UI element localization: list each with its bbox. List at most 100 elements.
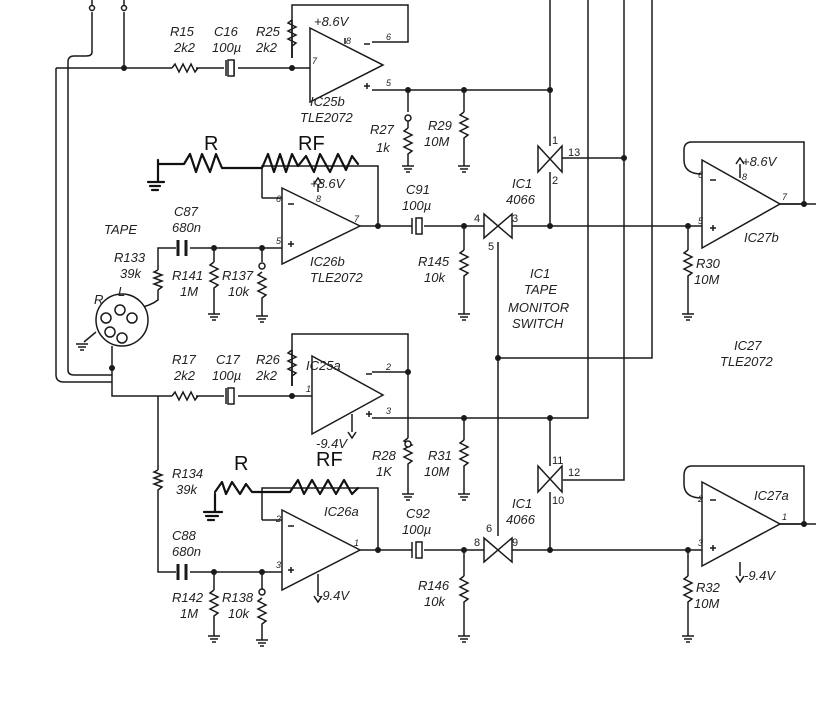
tape-monitor-2: MONITOR (508, 300, 569, 315)
pot-markers (258, 114, 412, 596)
pin-1: 1 (306, 384, 311, 394)
c16-label: C16 (214, 24, 239, 39)
r15-label: R15 (170, 24, 195, 39)
pin-10: 10 (552, 495, 564, 507)
r27-label: R27 (370, 122, 395, 137)
r28-label: R28 (372, 448, 397, 463)
ic1-bot-label: IC1 (512, 496, 532, 511)
resistor-r29 (458, 111, 470, 166)
junction-dots (109, 65, 807, 575)
r138-label: R138 (222, 590, 254, 605)
opamp-ic25a (311, 354, 385, 436)
r134-label: R134 (172, 466, 203, 481)
resistor-r15 (171, 62, 199, 74)
ic26a-supply: -9.4V (318, 588, 350, 603)
c88-value: 680n (172, 544, 201, 559)
jack-r-label: R (94, 292, 103, 307)
pin-8: 8 (474, 537, 480, 549)
c87-label: C87 (174, 204, 199, 219)
switch-11-10-12 (537, 464, 563, 494)
pin-3: 3 (276, 560, 281, 570)
r25-label: R25 (256, 24, 281, 39)
pin-4: 4 (474, 213, 480, 225)
r17-label: R17 (172, 352, 197, 367)
resistor-r17 (171, 390, 199, 402)
r30-label: R30 (696, 256, 721, 271)
resistor-r138 (256, 597, 268, 640)
ic25a-label: IC25a (306, 358, 341, 373)
handwritten-r-top: R (204, 133, 218, 155)
r29-label: R29 (428, 118, 452, 133)
resistor-r26 (286, 349, 298, 386)
r32-label: R32 (696, 580, 721, 595)
r138-value: 10k (228, 606, 250, 621)
r142-value: 1M (180, 606, 198, 621)
handwritten-rf-bottom: RF (316, 449, 343, 471)
c88-label: C88 (172, 528, 197, 543)
pin-6: 6 (698, 170, 703, 180)
capacitors (176, 59, 423, 580)
resistor-r25 (286, 19, 298, 58)
ic27a-label: IC27a (754, 488, 789, 503)
ic25a-supply: -9.4V (316, 436, 348, 451)
ic25b-type: TLE2072 (300, 110, 354, 125)
analog-switches (483, 144, 563, 564)
pin-6: 6 (486, 523, 492, 535)
pin-5: 5 (276, 236, 282, 246)
c91-label: C91 (406, 182, 430, 197)
r27-value: 1k (376, 140, 391, 155)
op-amps (281, 26, 782, 604)
r29-value: 10M (424, 134, 449, 149)
ic27b-label: IC27b (744, 230, 779, 245)
ic1-bot-type: 4066 (506, 512, 536, 527)
resistor-r32 (682, 575, 694, 636)
r30-value: 10M (694, 272, 719, 287)
handwritten-r-bottom: R (234, 453, 248, 475)
tape-monitor-1: TAPE (524, 282, 557, 297)
r26-value: 2k2 (255, 368, 278, 383)
opamp-ic25b (309, 26, 385, 104)
ic1-top-label: IC1 (512, 176, 532, 191)
pin-7: 7 (312, 56, 318, 66)
resistor-r145 (458, 249, 470, 314)
r133-label: R133 (114, 250, 146, 265)
ic26a-label: IC26a (324, 504, 359, 519)
r137-label: R137 (222, 268, 254, 283)
resistors (151, 19, 694, 640)
ic26b-supply: +8.6V (310, 176, 346, 191)
resistor-r146 (458, 575, 470, 636)
switch-8-9-6 (483, 536, 513, 564)
handwritten-rf-top: RF (298, 133, 325, 155)
pin-5: 5 (386, 78, 392, 88)
resistor-r134 (151, 469, 165, 496)
pin-12: 12 (568, 467, 580, 479)
resistor-r142 (208, 589, 220, 636)
resistor-r27 (402, 127, 414, 166)
opamp-ic26b (281, 186, 362, 266)
pin-6: 6 (386, 32, 391, 42)
resistor-r141 (208, 261, 220, 314)
r145-label: R145 (418, 254, 450, 269)
ic25b-label: IC25b (310, 94, 345, 109)
handwritten-annotations (146, 152, 360, 522)
r141-value: 1M (180, 284, 198, 299)
r137-value: 10k (228, 284, 250, 299)
pin-1: 1 (782, 512, 787, 522)
pin-7: 7 (354, 214, 360, 224)
component-labels: R15 2k2 C16 100µ R25 2k2 +8.6V IC25b TLE… (94, 14, 789, 621)
c91-value: 100µ (402, 198, 431, 213)
r17-value: 2k2 (173, 368, 196, 383)
r32-value: 10M (694, 596, 719, 611)
wires (55, 0, 816, 590)
pin-11: 11 (552, 455, 563, 467)
pin-7: 7 (782, 192, 788, 202)
r145-value: 10k (424, 270, 446, 285)
r146-label: R146 (418, 578, 450, 593)
pin-3: 3 (698, 538, 703, 548)
ic27-type: TLE2072 (720, 354, 774, 369)
c92-value: 100µ (402, 522, 431, 537)
c92-label: C92 (406, 506, 431, 521)
pin-8: 8 (346, 36, 351, 46)
c17-value: 100µ (212, 368, 241, 383)
pin-2: 2 (552, 175, 558, 187)
